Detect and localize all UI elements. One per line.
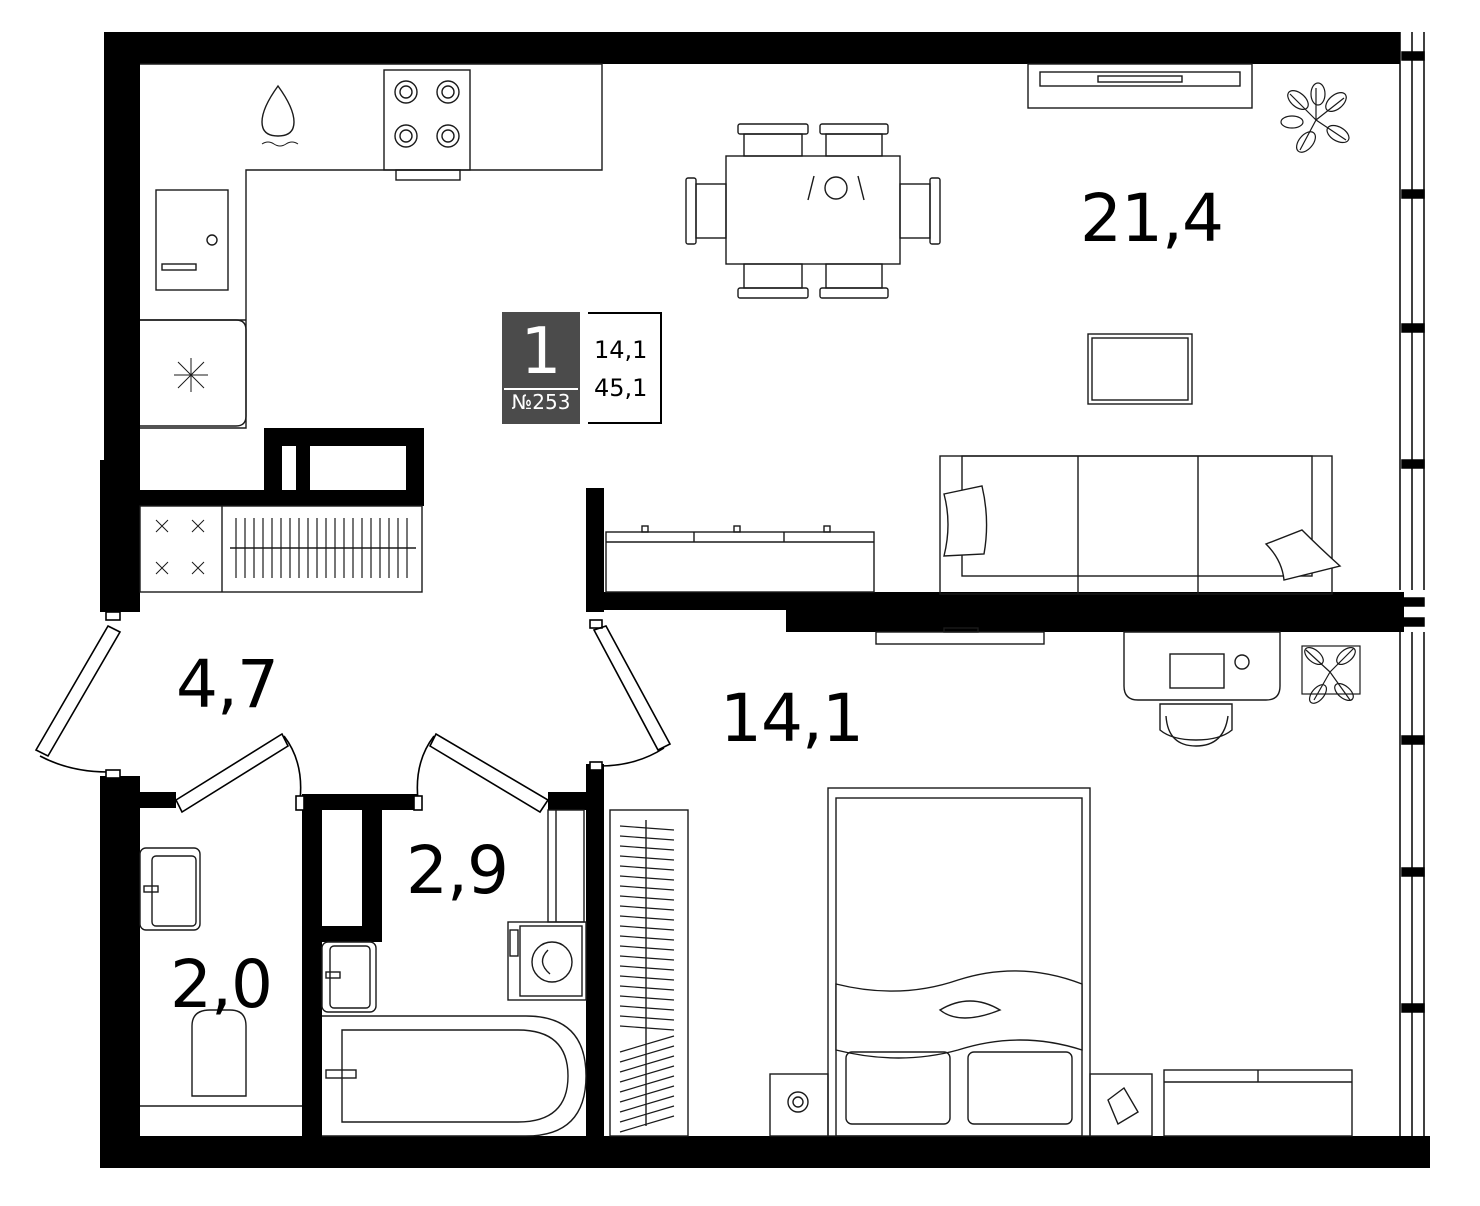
- plant-icon: [1280, 82, 1350, 153]
- hanger-line: [619, 955, 675, 961]
- area-summary: 14,1 45,1: [588, 312, 662, 424]
- living-furniture: [605, 63, 1342, 595]
- hanger-line: [619, 985, 675, 991]
- hanger-line: [619, 1045, 675, 1063]
- hanger-line: [619, 1115, 675, 1133]
- kitchen-furniture: [140, 63, 603, 429]
- hanger-line: [619, 855, 675, 861]
- hanger-line: [619, 1105, 675, 1123]
- dining-table: [685, 123, 941, 299]
- hanger-line: [619, 835, 675, 841]
- hanger-line: [619, 1025, 675, 1031]
- hanger-line: [619, 965, 675, 971]
- living-area: 14,1: [594, 336, 648, 364]
- doors: [34, 611, 672, 814]
- bedroom-furniture: [609, 627, 1353, 1137]
- room-area-bathroom: 2,9: [406, 832, 509, 909]
- hanger-line: [619, 845, 675, 851]
- bathroom-fixtures: [321, 809, 587, 1137]
- room-count: 1: [520, 315, 562, 389]
- hanger-line: [619, 945, 675, 951]
- hanger-line: [619, 995, 675, 1001]
- hallway-wardrobe: [139, 505, 423, 593]
- hanger-line: [619, 1075, 675, 1093]
- total-area: 45,1: [594, 374, 648, 402]
- hanger-line: [619, 825, 675, 831]
- window-frame: [1399, 32, 1425, 1160]
- hanger-line: [619, 915, 675, 921]
- badge-divider: [504, 388, 578, 390]
- hanger-line: [619, 875, 675, 881]
- hallway-hangers: [235, 518, 408, 578]
- hanger-line: [619, 1085, 675, 1103]
- hanger-line: [619, 905, 675, 911]
- hanger-line: [619, 885, 675, 891]
- room-area-toilet: 2,0: [170, 946, 273, 1023]
- walls: [100, 32, 1430, 1168]
- hanger-line: [619, 895, 675, 901]
- toilet-fixtures: [139, 847, 302, 1107]
- apartment-badge: 1 №253: [502, 312, 580, 424]
- hanger-line: [619, 1095, 675, 1113]
- hanger-line: [619, 1055, 675, 1073]
- hanger-line: [619, 935, 675, 941]
- hanger-line: [619, 925, 675, 931]
- hanger-line: [619, 975, 675, 981]
- apartment-number: №253: [511, 390, 571, 414]
- plant-icon: [1301, 645, 1361, 704]
- hanger-line: [619, 865, 675, 871]
- room-area-living-kitchen: 21,4: [1080, 180, 1224, 257]
- hanger-line: [619, 1005, 675, 1011]
- room-area-bedroom: 14,1: [720, 680, 864, 757]
- wardrobe-hangers: [619, 825, 675, 1133]
- hanger-line: [619, 1015, 675, 1021]
- hanger-line: [619, 1065, 675, 1083]
- room-area-hallway: 4,7: [176, 646, 279, 723]
- hanger-line: [619, 1035, 675, 1053]
